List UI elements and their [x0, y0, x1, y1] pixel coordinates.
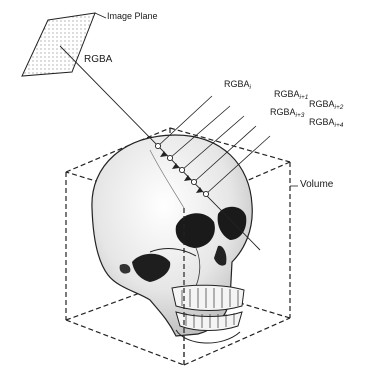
sample-label-base: RGBA: [270, 107, 296, 117]
image-plane-label: Image Plane: [107, 12, 158, 21]
rgba-label: RGBA: [84, 55, 112, 65]
sample-label-base: RGBA: [224, 79, 250, 89]
sample-label-sub: i+4: [335, 122, 344, 129]
sample-label-sub: i: [250, 84, 251, 91]
volume-label: Volume: [300, 180, 333, 190]
image-plane: [22, 13, 106, 76]
skull: [92, 135, 252, 343]
sample-label-base: RGBA: [274, 89, 300, 99]
sample-label-base: RGBA: [309, 99, 335, 109]
sample-label-i: RGBAi: [224, 80, 251, 92]
sample-label-i1: RGBAi+1: [274, 90, 308, 102]
sample-label-i2: RGBAi+2: [309, 100, 343, 112]
sample-label-sub: i+1: [300, 94, 309, 101]
sample-label-i3: RGBAi+3: [270, 108, 304, 120]
sample-label-base: RGBA: [309, 117, 335, 127]
image-plane-leader: [95, 13, 106, 18]
sample-label-sub: i+2: [335, 104, 344, 111]
sample-label-sub: i+3: [296, 112, 305, 119]
sample-label-i4: RGBAi+4: [309, 118, 343, 130]
